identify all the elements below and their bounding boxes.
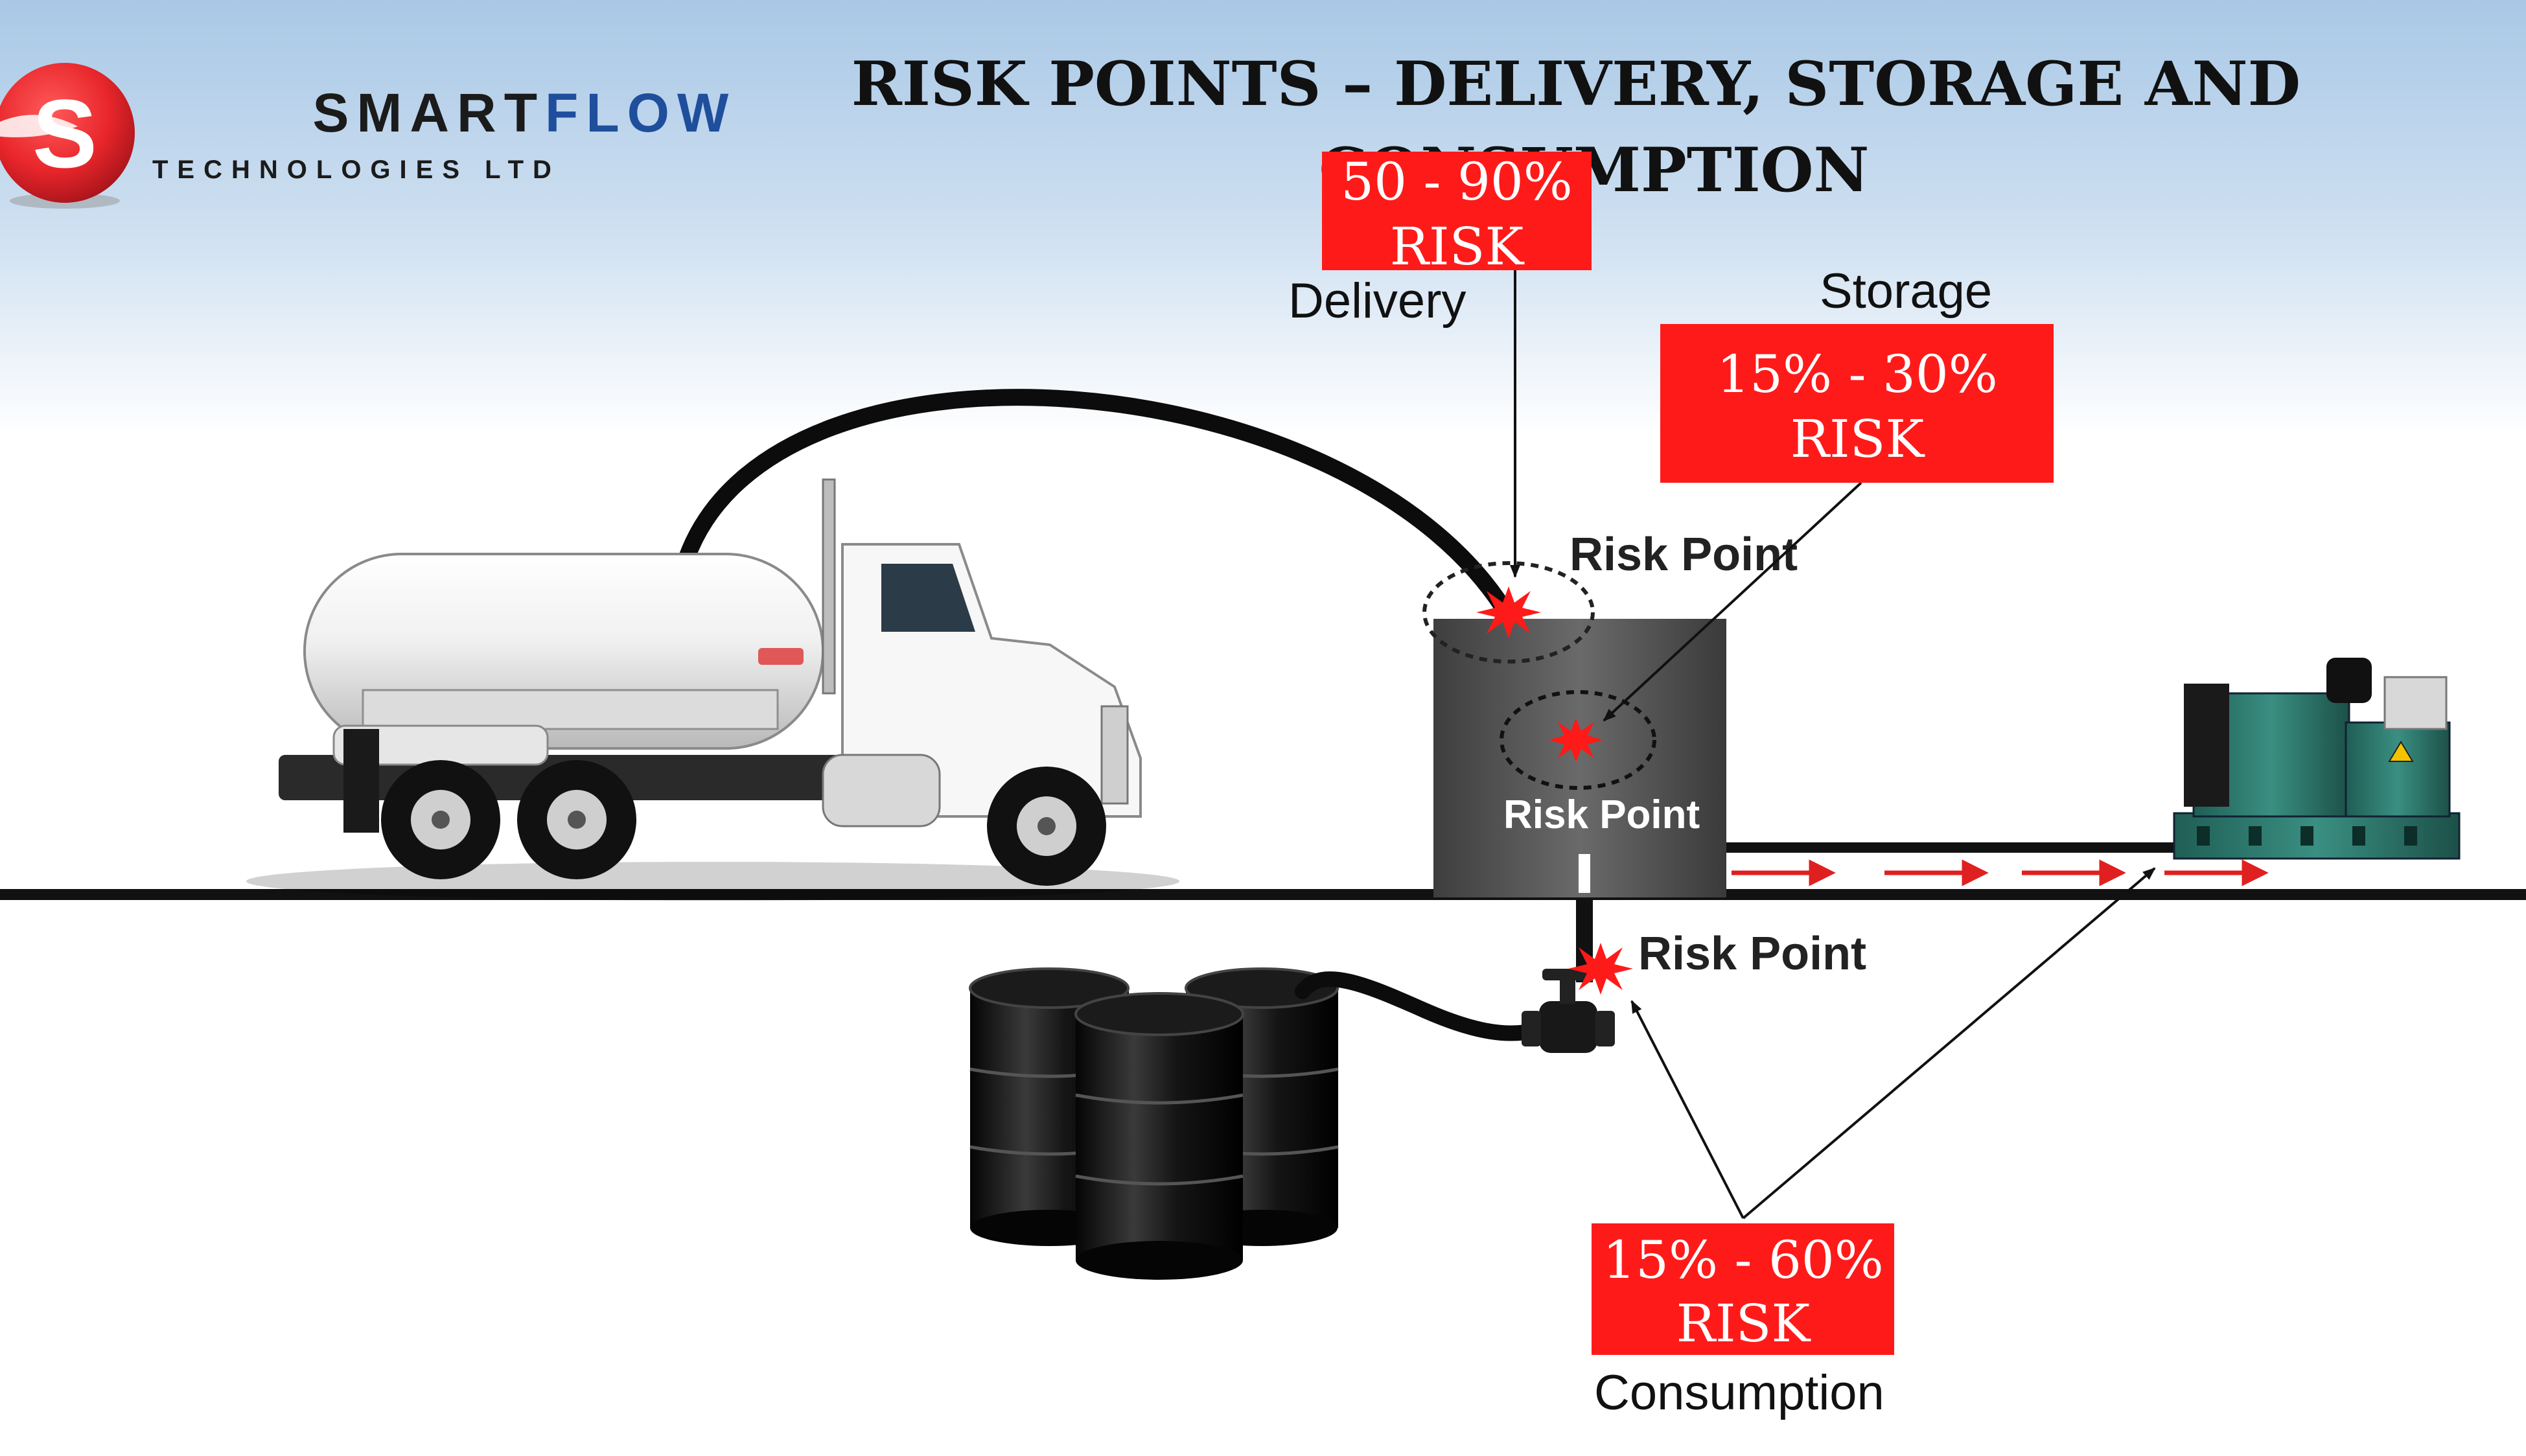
truck-shadow [246, 862, 1179, 901]
risk-burst-icon-tank-inside [1549, 718, 1603, 762]
risk-point-label-tank-top: Risk Point [1570, 529, 1798, 581]
truck-tank-band [362, 689, 779, 730]
risk-box-storage-line1: 15% - 30% [1717, 344, 1998, 404]
risk-point-label-pump: Risk Point [1638, 928, 1866, 980]
risk-box-delivery-line2: RISK [1390, 216, 1525, 277]
zone-label-consumption: Consumption [1594, 1365, 1884, 1420]
risk-burst-icon-tank-top [1476, 586, 1541, 638]
risk-box-delivery: 50 - 90% RISK [1322, 152, 1592, 277]
logo-swoosh [0, 115, 78, 137]
delivery-hose [678, 389, 1518, 627]
ground-line [0, 889, 2526, 900]
truck-exhaust-stack [822, 478, 836, 695]
storage-outlet-pipe [1579, 854, 1590, 893]
logo-mark-icon [0, 63, 135, 203]
truck-grille [1100, 705, 1129, 805]
generator-warning-sign [2388, 741, 2414, 762]
generator-air-filter [2326, 658, 2372, 703]
risk-box-storage-line2: RISK [1790, 409, 1925, 469]
fuel-tanker-truck-icon [246, 478, 1179, 901]
risk-box-storage: 15% - 30% RISK [1660, 324, 2054, 483]
truck-wheel-front [987, 767, 1106, 886]
storage-tank-body [1433, 619, 1726, 897]
logo-name-part2: FLOW [545, 82, 736, 143]
generator-base-holes [2197, 826, 2417, 846]
risk-box-storage-bg [1660, 324, 2054, 483]
oil-drums-icon [969, 967, 1339, 1280]
risk-circle-tank-top [1422, 561, 1595, 664]
connector-consumption-pump [1630, 1000, 1744, 1219]
logo-subtitle: TECHNOLOGIES LTD [152, 156, 561, 184]
logo-name: SMARTFLOW [152, 82, 851, 143]
storage-tank-icon [1433, 619, 1726, 897]
risk-point-label-tank-inside: Risk Point [1503, 792, 1700, 837]
truck-tank-emblem [758, 648, 804, 665]
generator-alternator [2345, 721, 2451, 818]
truck-wheel-rear-1 [381, 760, 500, 879]
generator-control-panel [2383, 676, 2448, 730]
risk-box-consumption-line2: RISK [1676, 1293, 1811, 1354]
risk-box-consumption-line1: 15% - 60% [1603, 1230, 1884, 1290]
connector-storage [1603, 481, 1862, 722]
truck-mudflap [343, 729, 379, 833]
company-logo: S SMARTFLOW TECHNOLOGIES LTD [0, 63, 851, 209]
title-line1: RISK POINTS – DELIVERY, STORAGE AND [852, 49, 2300, 120]
pump-body [1539, 1001, 1597, 1053]
generator-radiator [2184, 684, 2229, 807]
drum-hose [1295, 971, 1544, 1041]
zone-label-storage: Storage [1820, 264, 1992, 319]
connector-consumption-generator [1742, 867, 2156, 1219]
pump-right-flange [1595, 1011, 1615, 1046]
risk-box-consumption-bg [1592, 1223, 1894, 1355]
risk-burst-icon-pump [1568, 943, 1633, 995]
truck-wheel-rear-2 [517, 760, 636, 879]
drum-front [1074, 992, 1244, 1280]
generator-icon [2173, 658, 2461, 860]
logo-name-part1: SMART [312, 82, 545, 143]
risk-box-delivery-bg [1322, 152, 1592, 270]
truck-fuel-tank [822, 754, 941, 827]
risk-box-delivery-line1: 50 - 90% [1341, 152, 1573, 212]
pump-left-flange [1522, 1011, 1541, 1046]
risk-box-consumption: 15% - 60% RISK [1592, 1223, 1894, 1355]
risk-circle-tank-inside [1500, 690, 1656, 790]
truck-cab-window [881, 564, 975, 632]
zone-label-delivery: Delivery [1288, 273, 1466, 329]
